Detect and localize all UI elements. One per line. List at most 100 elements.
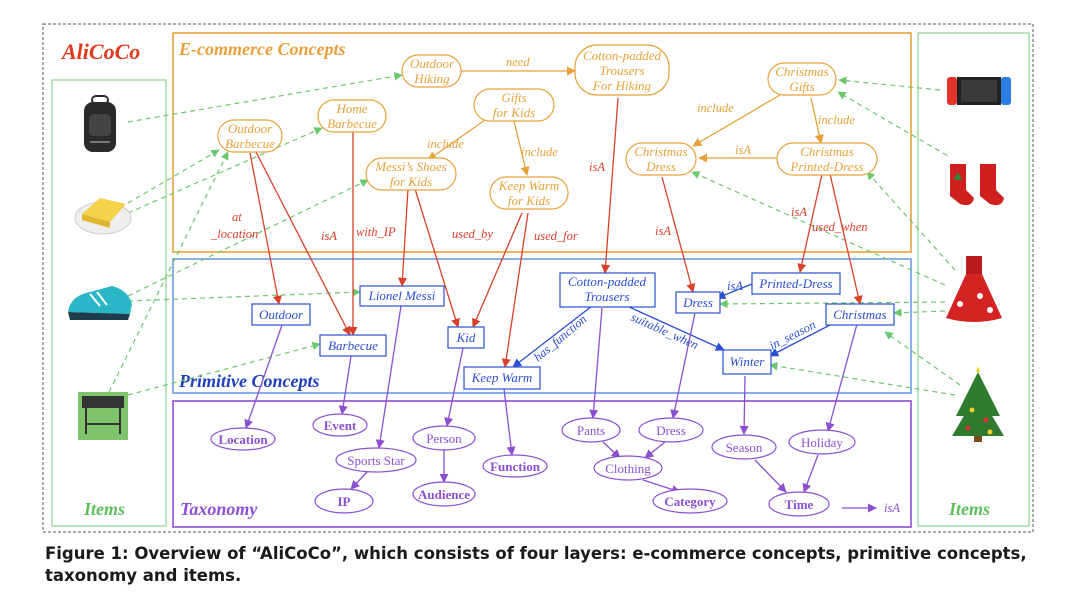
tax-person-label: Person (426, 431, 462, 446)
tax-sports-star-label: Sports Star (347, 453, 405, 468)
pc-barbecue-label: Barbecue (328, 338, 378, 353)
ec-cotton-trousers-l3: For Hiking (592, 78, 652, 93)
ec-outdoor-barbecue-l1: Outdoor (228, 121, 273, 136)
soccer-shoe-icon[interactable] (68, 286, 132, 320)
outer-frame (42, 23, 1034, 533)
ec-node-cotton-trousers[interactable] (574, 44, 670, 96)
tax-node-pants[interactable] (561, 417, 621, 443)
tax-node-time[interactable] (768, 491, 830, 517)
ec-node-home-barbecue[interactable] (317, 99, 387, 133)
label-suitable-when: suitable_when (629, 310, 701, 352)
pc-node-cotton-trousers[interactable] (559, 272, 656, 308)
ecommerce-node-labels: Outdoor Hiking Cotton-padded Trousers Fo… (225, 48, 864, 208)
ec-home-barbecue-l2: Barbecue (327, 116, 377, 131)
taxonomy-layer-box (172, 400, 912, 528)
tax-node-audience[interactable] (412, 481, 476, 507)
ec-node-christmas-gifts[interactable] (767, 62, 837, 96)
ec-node-outdoor-barbecue[interactable] (217, 119, 283, 153)
label-isA-dress: isA (655, 224, 671, 238)
link-switch-christmas-gifts (838, 76, 941, 91)
red-dress-icon[interactable] (946, 256, 1002, 322)
ec-home-barbecue-l1: Home (335, 101, 367, 116)
tax-node-person[interactable] (412, 425, 476, 451)
edge-kid-person (444, 347, 464, 427)
tax-event-label: Event (324, 418, 357, 433)
edge-outdoor-barbecue-outdoor (249, 152, 282, 305)
pc-node-christmas[interactable] (825, 303, 895, 326)
ec-outdoor-hiking-l1: Outdoor (410, 56, 455, 71)
pc-node-kid[interactable] (447, 326, 485, 349)
tax-function-label: Function (490, 459, 541, 474)
taxonomy-nodes (210, 413, 856, 517)
pc-kid-label: Kid (456, 330, 476, 345)
edge-keepwarm-kid (472, 212, 523, 328)
tax-node-location[interactable] (210, 427, 276, 451)
tax-dress-label: Dress (656, 423, 686, 438)
grill-icon[interactable] (78, 392, 128, 440)
pc-node-keep-warm[interactable] (463, 366, 541, 390)
tax-node-event[interactable] (312, 413, 368, 437)
edge-trousers-winter (626, 305, 725, 351)
tax-node-ip[interactable] (314, 488, 374, 514)
christmas-stockings-icon[interactable] (948, 156, 1004, 206)
primitive-layer-box (172, 258, 912, 394)
edge-christmas-winter (769, 323, 833, 357)
taxonomy-layer-title: Taxonomy (180, 499, 258, 519)
label-include-2: include (521, 145, 558, 159)
edge-include-xmas-dress (692, 94, 781, 147)
edge-season-time (754, 459, 787, 493)
pc-node-winter[interactable] (722, 349, 772, 375)
tax-node-sports-star[interactable] (335, 447, 417, 473)
tax-node-function[interactable] (482, 454, 548, 478)
tax-node-dress[interactable] (638, 417, 704, 443)
ec-node-keep-warm-kids[interactable] (489, 176, 569, 210)
label-isA-printed: isA (791, 205, 807, 219)
ec-messis-shoes-l1: Messi’s Shoes (374, 159, 447, 174)
tax-time-label: Time (785, 497, 814, 512)
ec-node-outdoor-hiking[interactable] (401, 54, 462, 88)
link-tree-winter (769, 362, 956, 396)
edge-holiday-time (802, 454, 819, 493)
edge-barbecue-event (338, 355, 352, 415)
edge-keepwarm-function (503, 388, 516, 456)
ec-outdoor-hiking-l2: Hiking (413, 71, 450, 86)
link-dress-dress-pc (719, 299, 946, 309)
edge-outdoor-barbecue-barbecue (255, 151, 351, 336)
edge-messi-lionel (397, 188, 409, 287)
pc-lionel-messi-label: Lionel Messi (368, 288, 436, 303)
label-used-for: used_for (534, 229, 578, 243)
label-isA-pc: isA (727, 279, 743, 293)
legend-isA-label: isA (884, 501, 900, 515)
tax-node-category[interactable] (652, 488, 728, 514)
label-location: _location (210, 227, 258, 241)
label-isA-barbecue: isA (321, 229, 337, 243)
ec-outdoor-barbecue-l2: Barbecue (225, 136, 275, 151)
ec-node-gifts-for-kids[interactable] (473, 88, 555, 122)
pc-node-outdoor[interactable] (251, 303, 311, 326)
edge-pants-clothing (602, 441, 621, 459)
figure-caption: Figure 1: Overview of “AliCoCo”, which c… (45, 544, 1027, 585)
tax-node-clothing[interactable] (593, 455, 663, 481)
pc-node-barbecue[interactable] (319, 334, 387, 357)
tax-node-holiday[interactable] (788, 429, 856, 455)
butter-icon[interactable] (74, 198, 132, 235)
christmas-tree-icon[interactable] (952, 366, 1004, 442)
pc-node-lionel-messi[interactable] (359, 285, 445, 307)
pc-cotton-trousers-l2: Trousers (584, 289, 629, 304)
backpack-icon[interactable] (84, 95, 116, 152)
label-used-by: used_by (452, 227, 493, 241)
game-console-icon[interactable] (947, 77, 1011, 105)
ec-node-christmas-printed[interactable] (776, 142, 878, 176)
edge-dress-clothing (644, 441, 666, 459)
label-used-when: used_when (812, 220, 868, 234)
ec-node-messis-shoes[interactable] (365, 157, 457, 191)
ecommerce-layer-title: E-commerce Concepts (178, 39, 345, 59)
pc-node-printed-dress[interactable] (751, 272, 841, 295)
pc-outdoor-label: Outdoor (259, 307, 304, 322)
items-left-box (51, 79, 167, 527)
pc-node-dress[interactable] (675, 291, 721, 314)
ec-node-christmas-dress[interactable] (625, 142, 697, 176)
pc-printed-dress-label: Printed-Dress (758, 276, 832, 291)
ec-christmas-gifts-l1: Christmas (775, 64, 828, 79)
tax-node-season[interactable] (711, 434, 777, 460)
